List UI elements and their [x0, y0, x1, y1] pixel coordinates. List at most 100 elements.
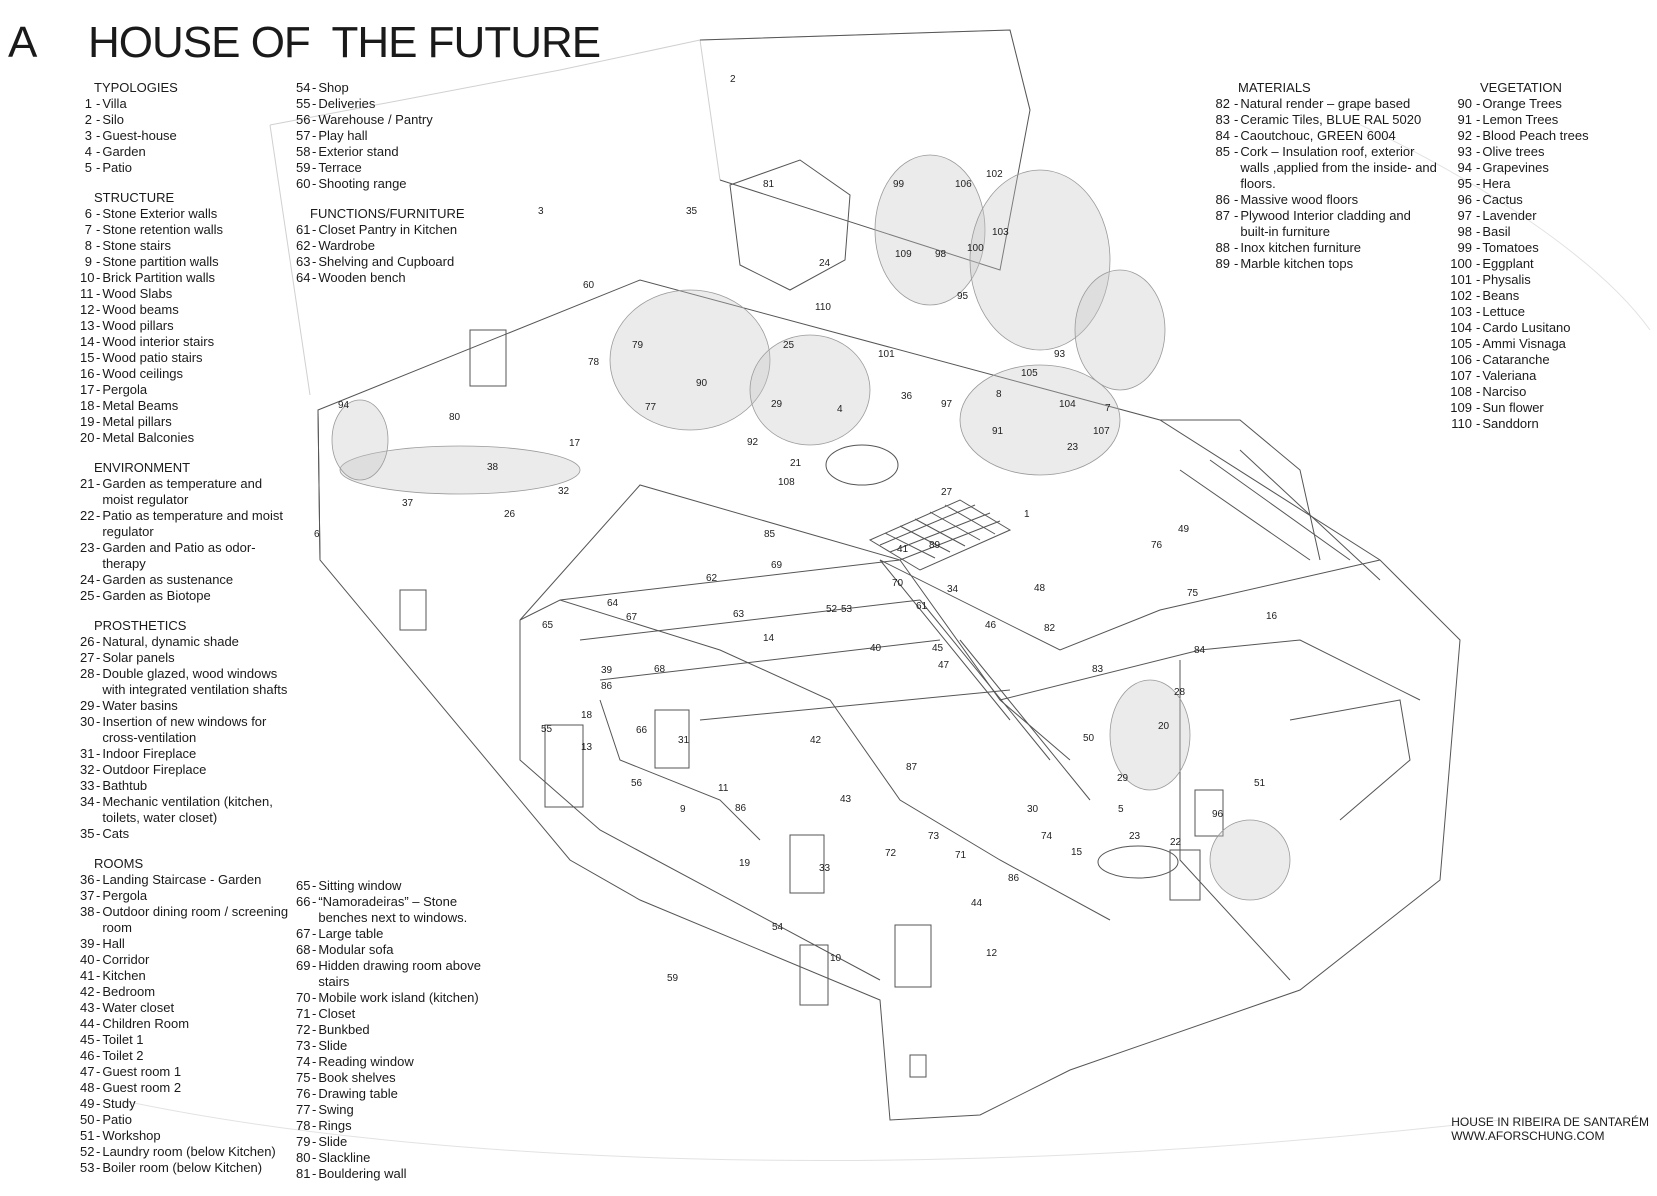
legend-item: 14- Wood interior stairs — [80, 334, 290, 350]
legend-item-text: Cardo Lusitano — [1482, 320, 1571, 335]
legend-item: 91- Lemon Trees — [1446, 112, 1651, 128]
legend-item-number: 14 — [80, 334, 95, 349]
legend-item-text: Guest-house — [102, 128, 177, 143]
legend-dash: - — [1476, 128, 1481, 143]
legend-item: 97- Lavender — [1446, 208, 1651, 224]
legend-item-number: 68 — [296, 942, 311, 957]
legend-item: 98- Basil — [1446, 224, 1651, 240]
legend-item-text: Shop — [318, 80, 349, 95]
legend-item-number: 86 — [1215, 192, 1230, 207]
legend-dash: - — [96, 318, 101, 333]
legend-item: 24- Garden as sustenance — [80, 572, 290, 588]
legend-item-text: Indoor Fireplace — [102, 746, 197, 761]
drawing-callout-number: 73 — [928, 831, 940, 842]
legend-item: 105- Ammi Visnaga — [1446, 336, 1651, 352]
legend-item: 43- Water closet — [80, 1000, 290, 1016]
legend-item-text: Shelving and Cupboard — [318, 254, 455, 269]
legend-item-text: Wood ceilings — [102, 366, 184, 381]
legend-item-text: Basil — [1482, 224, 1511, 239]
drawing-callout-number: 49 — [1178, 524, 1190, 535]
legend-item-text: Pergola — [102, 382, 148, 397]
legend-item-number: 109 — [1450, 400, 1472, 415]
drawing-callout-number: 105 — [1021, 368, 1038, 379]
legend-item: 107- Valeriana — [1446, 368, 1651, 384]
legend-item: 29- Water basins — [80, 698, 290, 714]
legend-item-number: 94 — [1457, 160, 1472, 175]
legend-item-number: 47 — [80, 1064, 95, 1079]
legend-dash: - — [96, 414, 101, 429]
drawing-callout-number: 18 — [581, 710, 593, 721]
legend-item-text: Beans — [1482, 288, 1520, 303]
legend-item-number: 75 — [296, 1070, 311, 1085]
legend-item-text: “Namoradeiras” – Stone benches next to w… — [318, 894, 468, 925]
legend-item-text: Hera — [1482, 176, 1511, 191]
legend-item: 96- Cactus — [1446, 192, 1651, 208]
legend-item: 3- Guest-house — [80, 128, 290, 144]
drawing-callout-number: 53 — [841, 604, 853, 615]
legend-item: 21- Garden as temperature and moist regu… — [80, 476, 290, 508]
legend-item-number: 4 — [84, 144, 92, 159]
legend-heading: TYPOLOGIES — [94, 80, 178, 95]
drawing-callout-number: 66 — [636, 725, 648, 736]
legend-item-number: 88 — [1215, 240, 1230, 255]
legend-heading: ENVIRONMENT — [94, 460, 191, 475]
legend-item-number: 13 — [80, 318, 95, 333]
legend-item-text: Deliveries — [318, 96, 376, 111]
legend-item: 65- Sitting window — [296, 878, 506, 894]
legend-item-text: Lavender — [1482, 208, 1537, 223]
legend-dash: - — [96, 222, 101, 237]
legend-dash: - — [312, 238, 317, 253]
legend-dash: - — [96, 1016, 101, 1031]
legend-dash: - — [1476, 144, 1481, 159]
drawing-callout-number: 90 — [696, 378, 708, 389]
legend-item-number: 67 — [296, 926, 311, 941]
legend-dash: - — [312, 1134, 317, 1149]
legend-dash: - — [96, 888, 101, 903]
drawing-callout-number: 48 — [1034, 583, 1046, 594]
drawing-callout-number: 34 — [947, 584, 959, 595]
legend-item: 92- Blood Peach trees — [1446, 128, 1651, 144]
legend-dash: - — [1234, 128, 1239, 143]
legend-item-text: Terrace — [318, 160, 362, 175]
legend-item-number: 51 — [80, 1128, 95, 1143]
legend-item-text: Caoutchouc, GREEN 6004 — [1240, 128, 1396, 143]
legend-item-number: 3 — [84, 128, 92, 143]
legend-item-number: 27 — [80, 650, 95, 665]
legend-item-number: 110 — [1451, 416, 1472, 431]
legend-item-text: Exterior stand — [318, 144, 399, 159]
legend-item-number: 46 — [80, 1048, 95, 1063]
legend-item: 19- Metal pillars — [80, 414, 290, 430]
legend-item-text: Bedroom — [102, 984, 156, 999]
legend-item: 93- Olive trees — [1446, 144, 1651, 160]
legend-item-text: Insertion of new windows for cross-venti… — [102, 714, 267, 745]
legend-item-number: 92 — [1457, 128, 1472, 143]
drawing-callout-number: 22 — [1170, 837, 1182, 848]
legend-dash: - — [96, 238, 101, 253]
legend-dash: - — [1234, 192, 1239, 207]
legend-dash: - — [312, 1086, 317, 1101]
drawing-callout-number: 110 — [815, 302, 831, 313]
drawing-callout-number: 16 — [1266, 611, 1278, 622]
drawing-callout-number: 63 — [733, 609, 745, 620]
legend-dash: - — [96, 286, 101, 301]
drawing-callout-number: 6 — [314, 529, 320, 540]
drawing-callout-number: 61 — [916, 601, 928, 612]
drawing-callout-number: 96 — [1212, 809, 1224, 820]
legend-dash: - — [1476, 240, 1481, 255]
legend-item: 71- Closet — [296, 1006, 506, 1022]
legend-item: 11- Wood Slabs — [80, 286, 290, 302]
drawing-callout-number: 30 — [1027, 804, 1039, 815]
drawing-callout-number: 104 — [1059, 399, 1076, 410]
legend-item-number: 32 — [80, 762, 95, 777]
legend-dash: - — [312, 112, 317, 127]
legend-heading: STRUCTURE — [94, 190, 175, 205]
legend-dash: - — [96, 588, 101, 603]
legend-dash: - — [312, 958, 317, 973]
drawing-callout-number: 4 — [837, 404, 843, 415]
legend-item-number: 81 — [296, 1166, 311, 1181]
legend-dash: - — [96, 872, 101, 887]
legend-item-number: 41 — [80, 968, 95, 983]
legend-item-text: Wooden bench — [318, 270, 406, 285]
